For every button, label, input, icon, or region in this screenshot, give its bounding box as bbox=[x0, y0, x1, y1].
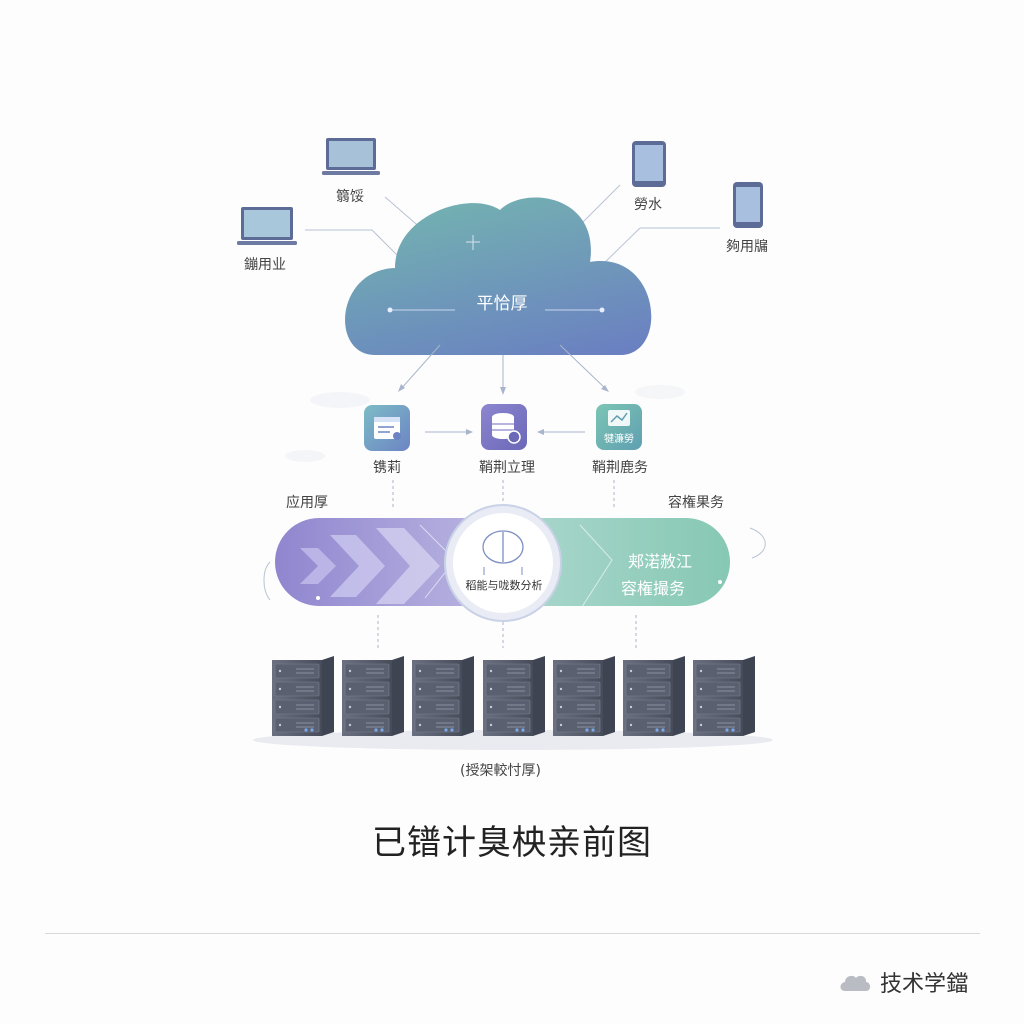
server-icon bbox=[483, 656, 545, 736]
client-label-tablet: 勞水 bbox=[634, 197, 662, 213]
document-icon bbox=[374, 417, 401, 440]
server-icon bbox=[693, 656, 755, 736]
database-icon bbox=[492, 413, 521, 444]
brand-text: 技术学鐺 bbox=[880, 972, 969, 997]
service-band-dashed bbox=[377, 480, 637, 648]
server-layer-label: (授架較忖厚) bbox=[460, 763, 541, 779]
client-label-phone: 夠用牖 bbox=[726, 239, 768, 255]
server-icon bbox=[272, 656, 334, 736]
cloud-service-arrowheads bbox=[398, 384, 609, 435]
client-label-laptop-top: 篛馁 bbox=[336, 189, 364, 205]
band-right-line2: 容権撮务 bbox=[621, 579, 686, 598]
tablet-icon bbox=[632, 141, 666, 187]
band-right-line1: 郏渃赦江 bbox=[628, 552, 693, 571]
service-left-icon bbox=[364, 405, 410, 451]
brand-watermark: 技术学鐺 bbox=[838, 966, 968, 998]
server-icon bbox=[412, 656, 474, 736]
background-wisps bbox=[285, 385, 685, 462]
phone-icon bbox=[733, 182, 763, 228]
cloud-icon bbox=[840, 975, 871, 991]
service-layer-label: 容権果务 bbox=[668, 495, 724, 511]
server-icon bbox=[553, 656, 615, 736]
client-label-laptop-left: 鏰用业 bbox=[244, 257, 286, 273]
service-center-label: 鞘荆立理 bbox=[479, 460, 535, 476]
server-icon bbox=[342, 656, 404, 736]
service-right-icon-text: 犍濂勞 bbox=[604, 434, 634, 445]
service-right-icon: 犍濂勞 bbox=[596, 404, 642, 450]
service-left-label: 镌莉 bbox=[373, 460, 401, 476]
laptop-icon bbox=[322, 138, 380, 175]
application-layer-label: 应用厚 bbox=[286, 495, 328, 511]
service-center-icon bbox=[481, 404, 527, 450]
platform-cloud bbox=[345, 197, 652, 355]
divider bbox=[45, 933, 980, 934]
cloud-service-arrows bbox=[399, 344, 608, 433]
chart-icon bbox=[608, 410, 630, 426]
laptop-icon bbox=[237, 207, 297, 245]
diagram-title: 已镨计臭柍亲前图 bbox=[372, 823, 652, 863]
cloud-label: 平恰厚 bbox=[476, 294, 528, 314]
analytics-hub bbox=[444, 504, 562, 622]
service-right-label: 鞘荆鹿务 bbox=[592, 460, 648, 476]
server-icon bbox=[623, 656, 685, 736]
analytics-label: 稻能与咙数分析 bbox=[465, 579, 543, 592]
